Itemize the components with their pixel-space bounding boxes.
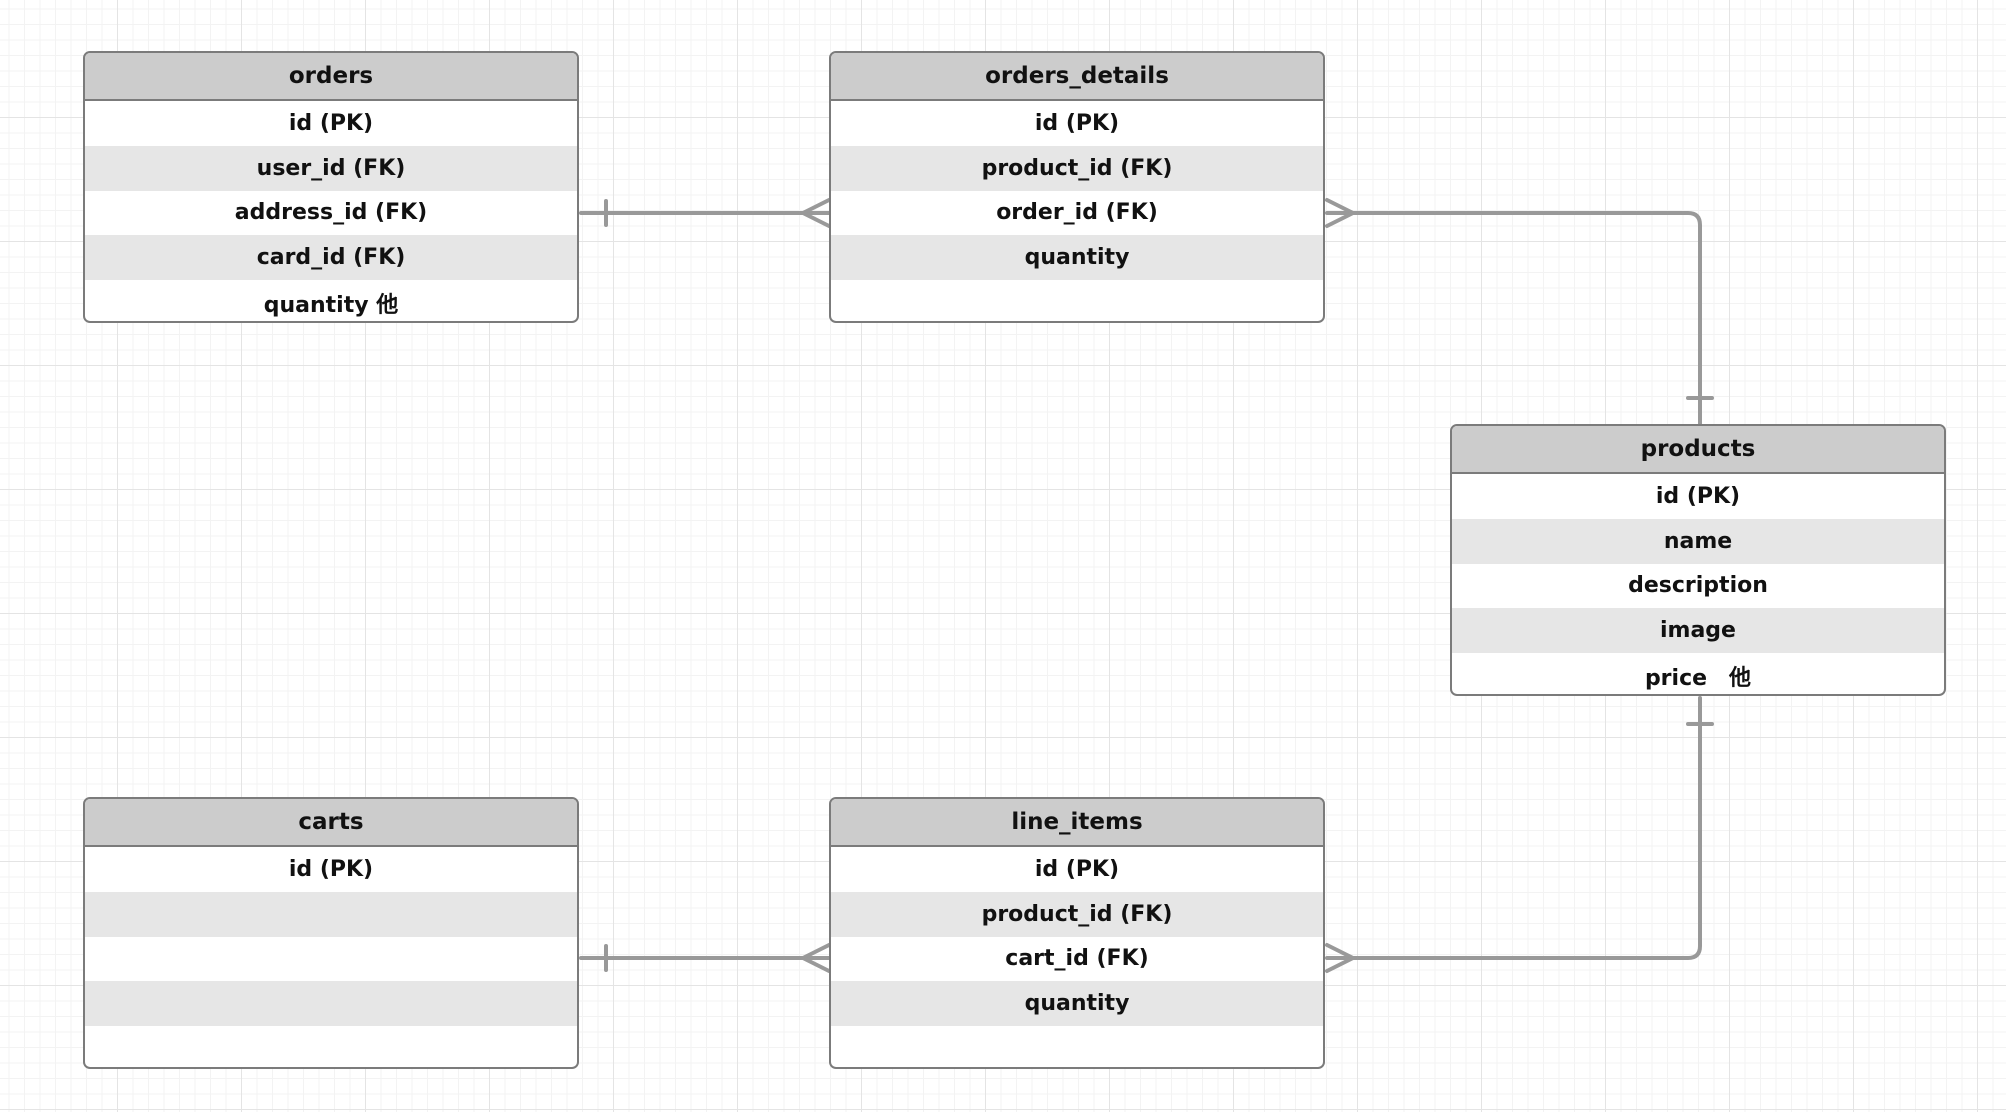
entity-orders[interactable]: orders id (PK) user_id (FK) address_id (… xyxy=(83,51,579,323)
relationship-orders-details-products[interactable] xyxy=(1325,198,1714,426)
crowfoot-many-marker xyxy=(1325,198,1355,228)
entity-field: price 他 xyxy=(1644,665,1752,691)
entity-orders-details[interactable]: orders_details id (PK) product_id (FK) o… xyxy=(829,51,1325,323)
entity-carts[interactable]: carts id (PK) xyxy=(83,797,579,1069)
entity-field: address_id (FK) xyxy=(234,200,428,226)
entity-title: line_items xyxy=(831,799,1323,847)
entity-field: name xyxy=(1452,518,1944,564)
relationship-line-items-products[interactable] xyxy=(1325,696,1714,973)
entity-line-items[interactable]: line_items id (PK) product_id (FK) cart_… xyxy=(829,797,1325,1069)
crowfoot-many-marker xyxy=(801,198,831,228)
entity-field: id (PK) xyxy=(1034,110,1120,136)
entity-title: products xyxy=(1452,426,1944,474)
crowfoot-many-marker xyxy=(1325,943,1355,973)
entity-field xyxy=(85,981,577,1027)
entity-field xyxy=(85,937,577,982)
entity-field: product_id (FK) xyxy=(831,891,1323,937)
entity-field: order_id (FK) xyxy=(996,200,1158,226)
entity-field: quantity xyxy=(831,235,1323,281)
entity-title: orders_details xyxy=(831,53,1323,101)
entity-field: product_id (FK) xyxy=(831,145,1323,191)
entity-field: id (PK) xyxy=(1655,483,1741,509)
entity-field xyxy=(85,891,577,937)
entity-field: image xyxy=(1452,608,1944,654)
entity-field xyxy=(85,1026,577,1067)
entity-field xyxy=(831,280,1323,321)
relationship-carts-line-items[interactable] xyxy=(579,943,831,973)
entity-field: description xyxy=(1628,573,1768,599)
entity-field: cart_id (FK) xyxy=(1005,946,1149,972)
entity-field: id (PK) xyxy=(1034,856,1120,882)
entity-products[interactable]: products id (PK) name description image … xyxy=(1450,424,1946,696)
entity-field: quantity xyxy=(831,981,1323,1027)
entity-field xyxy=(831,1026,1323,1067)
entity-field: quantity 他 xyxy=(263,292,399,318)
entity-field: card_id (FK) xyxy=(85,235,577,281)
relationship-orders-orders-details[interactable] xyxy=(579,198,831,228)
entity-field: user_id (FK) xyxy=(85,145,577,191)
crowfoot-many-marker xyxy=(801,943,831,973)
entity-title: carts xyxy=(85,799,577,847)
entity-title: orders xyxy=(85,53,577,101)
entity-field: id (PK) xyxy=(288,856,374,882)
entity-field: id (PK) xyxy=(288,110,374,136)
